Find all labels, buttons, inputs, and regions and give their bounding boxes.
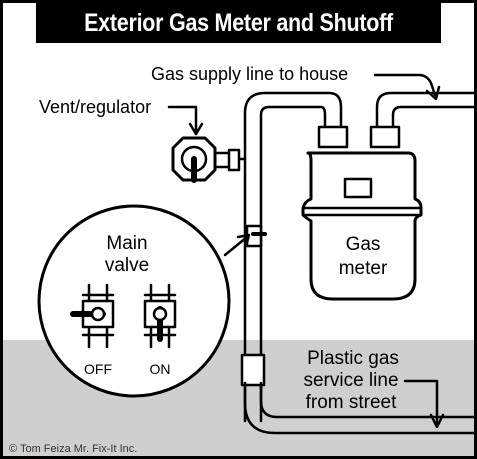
gas-meter-label-1: Gas xyxy=(346,234,381,255)
meter-outlet-fitting xyxy=(369,125,401,149)
diagram-title: Exterior Gas Meter and Shutoff xyxy=(35,3,442,43)
valve-callout-circle xyxy=(37,204,231,398)
on-label: ON xyxy=(150,361,171,377)
service-line-arrowhead xyxy=(429,413,445,429)
plastic-line-label-3: from street xyxy=(306,392,398,413)
gas-supply-arrowhead xyxy=(425,85,441,101)
gas-meter xyxy=(301,151,423,301)
main-valve-label-2: valve xyxy=(105,255,149,276)
gas-supply-label: Gas supply line to house xyxy=(151,64,348,84)
riser-pipe xyxy=(243,91,343,423)
service-line-pipe xyxy=(243,381,474,435)
gas-meter-label-2: meter xyxy=(339,258,388,279)
credit-text: © Tom Feiza Mr. Fix-It Inc. xyxy=(9,443,137,455)
plastic-line-label-2: service line xyxy=(303,370,398,391)
plastic-line-label-1: Plastic gas xyxy=(307,348,399,369)
gas-supply-arrow xyxy=(373,73,437,97)
gas-meter-diagram: Gas supply line to house Vent/regulator … xyxy=(3,64,474,456)
supply-line-pipe xyxy=(375,91,474,130)
off-valve-knob xyxy=(90,306,106,322)
service-line-arrow xyxy=(403,379,439,425)
vent-label: Vent/regulator xyxy=(39,97,151,117)
valve-arrowhead xyxy=(236,233,251,248)
regulator-nut xyxy=(227,148,241,172)
riser-coupling xyxy=(240,353,266,387)
main-valve-label-1: Main xyxy=(106,233,147,254)
on-valve-knob xyxy=(152,306,168,322)
meter-inlet-fitting xyxy=(317,125,349,149)
off-label: OFF xyxy=(84,361,112,377)
vent-arrow xyxy=(167,105,198,133)
vent-arrowhead xyxy=(188,122,204,136)
valve-arrow xyxy=(223,235,249,257)
meter-dial xyxy=(343,177,373,199)
